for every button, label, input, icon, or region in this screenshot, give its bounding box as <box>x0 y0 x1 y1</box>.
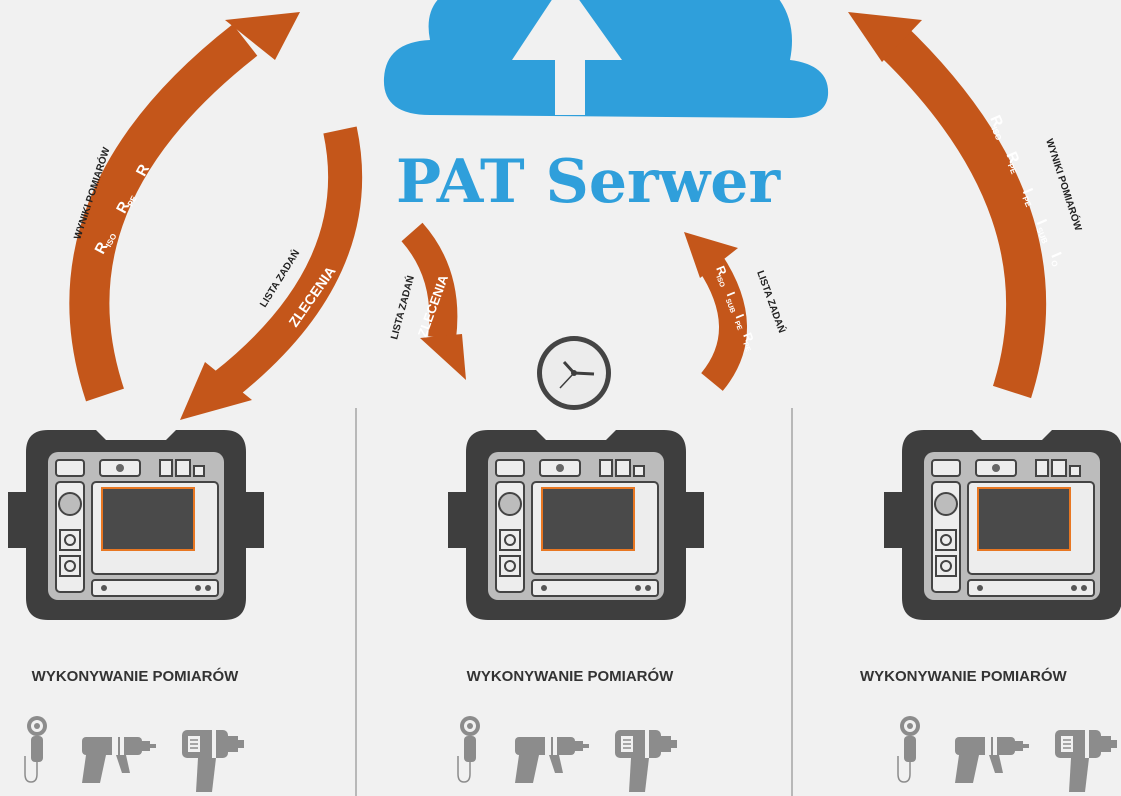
tasks-arrow-left <box>180 126 363 420</box>
symbol-isub: I <box>724 290 738 298</box>
results-arrow-left <box>69 12 300 402</box>
column-label-left: WYKONYWANIE POMIARÓW <box>31 668 239 685</box>
symbol-ipe: I <box>733 312 747 320</box>
angle-grinder-icon <box>24 715 48 783</box>
drill-icon <box>515 735 589 783</box>
tasks-label-center-right: LISTA ZADAŃ <box>754 269 789 335</box>
cloud-upload-icon <box>383 0 829 118</box>
tasks-label-center-left: LISTA ZADAŃ <box>387 274 417 341</box>
column-label-center: WYKONYWANIE POMIARÓW <box>466 668 674 685</box>
symbol-io-sub: O <box>1049 259 1060 268</box>
symbol-ipe-sub: PE <box>1020 195 1033 209</box>
meter-device-icon <box>447 429 705 621</box>
heat-gun-icon <box>1054 727 1118 793</box>
symbol-rpe-sub: PE <box>1006 162 1019 176</box>
results-arrow-center <box>684 232 747 391</box>
angle-grinder-icon <box>897 715 921 783</box>
symbol-ipe-sub: PE <box>733 320 743 332</box>
clock-icon <box>537 336 611 410</box>
meter-device-icon <box>7 429 265 621</box>
results-arrow-right <box>848 12 1047 399</box>
column-label-right: WYKONYWANIE POMIARÓW <box>860 668 1067 685</box>
heat-gun-icon <box>614 727 678 793</box>
angle-grinder-icon <box>457 715 481 783</box>
symbol-riso-sub: ISO <box>714 275 725 289</box>
drill-icon <box>82 735 156 783</box>
symbol-io: I <box>1047 250 1064 261</box>
symbol-ipe: I <box>1019 186 1036 197</box>
symbol-rpe-sub: PE <box>741 341 751 353</box>
tasks-arrow-center <box>401 222 466 380</box>
symbol-isub: I <box>1033 217 1050 228</box>
diagram-title: PAT Serwer <box>396 147 782 217</box>
meter-device-icon <box>883 429 1121 621</box>
heat-gun-icon <box>181 727 245 793</box>
drill-icon <box>955 735 1029 783</box>
